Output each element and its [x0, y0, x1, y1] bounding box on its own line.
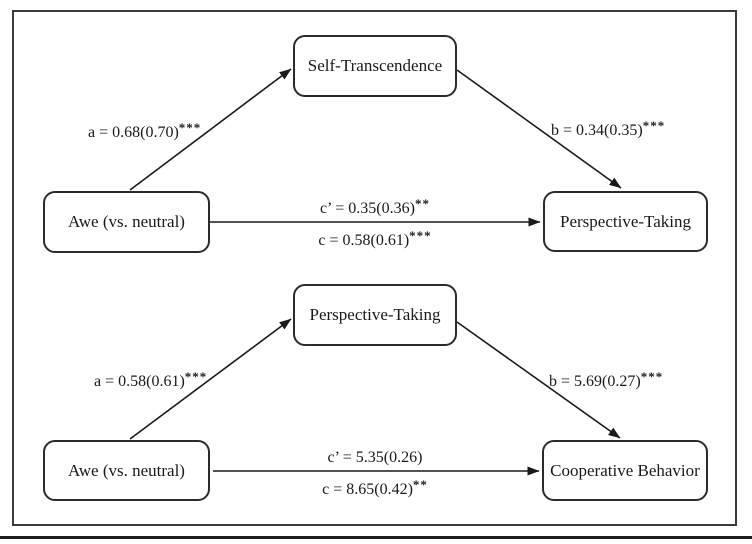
- node-outcome-top: Perspective-Taking: [543, 191, 708, 252]
- path-a-significance-top: ***: [178, 120, 202, 135]
- path-b-label-top: b = 0.34(0.35)***: [551, 116, 665, 140]
- path-c-significance-top: ***: [409, 228, 432, 243]
- path-c-label-top: c = 0.58(0.61)***: [250, 226, 500, 250]
- path-b-value-top: b = 0.34(0.35): [551, 122, 643, 139]
- path-c-significance-bottom: **: [412, 477, 428, 492]
- path-a-value-bottom: a = 0.58(0.61): [94, 373, 185, 390]
- path-c-prime-significance-top: **: [414, 196, 430, 211]
- node-predictor-bottom: Awe (vs. neutral): [43, 440, 210, 501]
- figure-border-frame: [12, 10, 737, 526]
- path-b-label-bottom: b = 5.69(0.27)***: [549, 367, 663, 391]
- path-c-value-top: c = 0.58(0.61): [318, 232, 410, 249]
- path-b-significance-bottom: ***: [640, 369, 664, 384]
- node-mediator-bottom: Perspective-Taking: [293, 284, 457, 346]
- path-a-label-bottom: a = 0.58(0.61)***: [94, 367, 207, 391]
- node-outcome-bottom: Cooperative Behavior: [542, 440, 708, 501]
- node-mediator-top: Self-Transcendence: [293, 35, 457, 97]
- path-c-prime-label-bottom: c’ = 5.35(0.26): [250, 443, 500, 467]
- path-a-value-top: a = 0.68(0.70): [88, 124, 179, 141]
- path-b-value-bottom: b = 5.69(0.27): [549, 373, 641, 390]
- path-c-label-bottom: c = 8.65(0.42)**: [250, 475, 500, 499]
- path-b-significance-top: ***: [642, 118, 666, 133]
- node-predictor-top: Awe (vs. neutral): [43, 191, 210, 253]
- page-bottom-divider: [0, 536, 752, 539]
- path-c-value-bottom: c = 8.65(0.42): [322, 481, 413, 498]
- path-a-label-top: a = 0.68(0.70)***: [88, 118, 201, 142]
- path-c-prime-value-bottom: c’ = 5.35(0.26): [327, 449, 423, 466]
- path-c-prime-value-top: c’ = 0.35(0.36): [320, 200, 415, 217]
- path-c-prime-label-top: c’ = 0.35(0.36)**: [250, 194, 500, 218]
- path-a-significance-bottom: ***: [184, 369, 208, 384]
